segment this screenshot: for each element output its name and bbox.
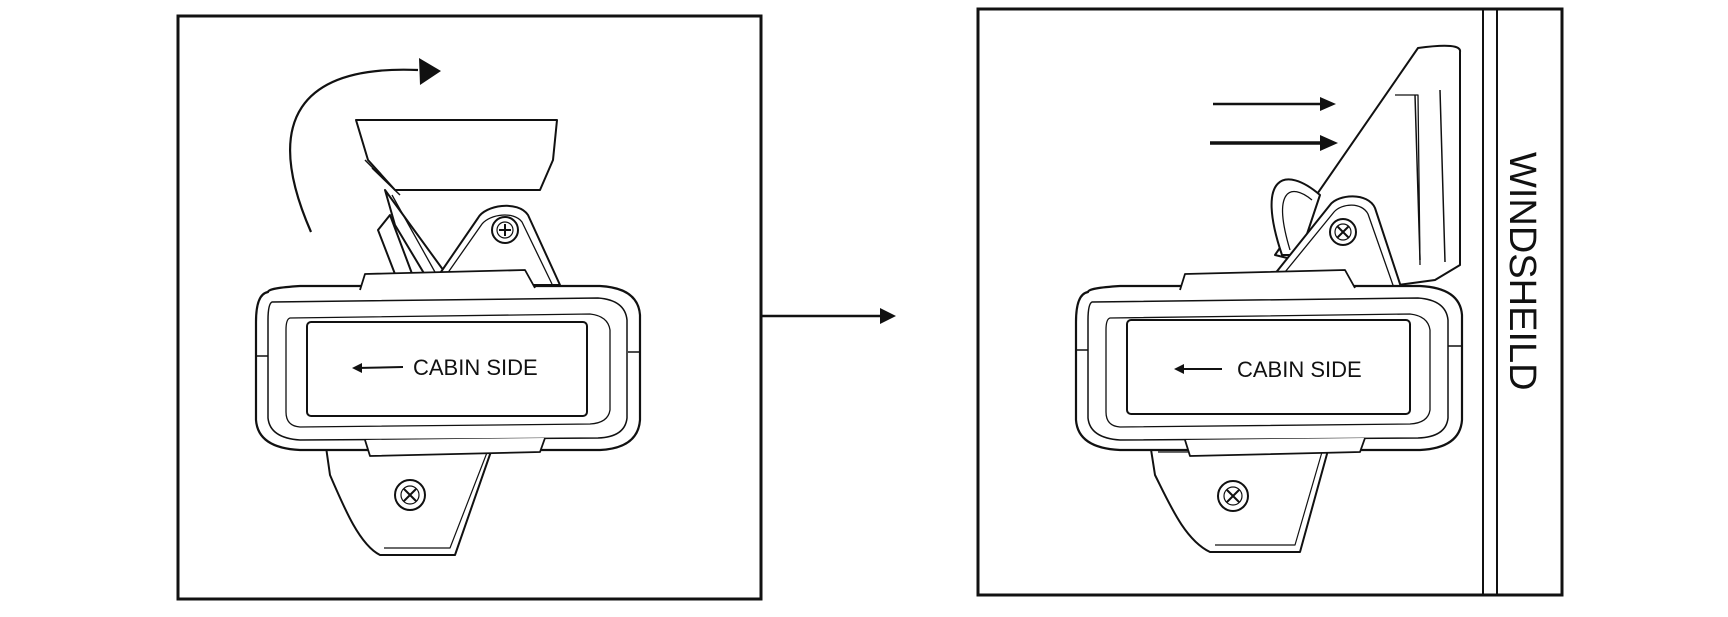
left-cabin-side-arrow-icon [355, 366, 404, 369]
step-two-panel: WINDSHEILD [976, 7, 1564, 597]
left-frame [176, 14, 763, 601]
left-cabin-side-label: CABIN SIDE [413, 355, 538, 380]
windshield-label: WINDSHEILD [1501, 152, 1543, 391]
right-cabin-side-arrowhead [1174, 364, 1184, 374]
left-pivot-plate [431, 204, 561, 286]
right-lower-screw-icon [1217, 480, 1249, 512]
right-frame [976, 7, 1564, 597]
right-label-plate [1126, 319, 1411, 415]
left-pivot-screw-icon [491, 216, 519, 244]
transition-arrow-head [880, 308, 896, 324]
right-pivot-plate [1261, 195, 1403, 291]
rotation-arrow [289, 68, 419, 233]
left-label-plate [306, 321, 588, 417]
step-one-panel: CABIN SIDE [176, 14, 763, 601]
rotation-arrow-head [419, 58, 441, 85]
right-cabin-side-label: CABIN SIDE [1237, 357, 1362, 382]
push-arrows [1210, 97, 1338, 151]
right-pivot-screw-icon [1329, 218, 1357, 246]
left-lower-screw-icon [394, 479, 426, 511]
left-cabin-side-arrowhead [352, 363, 362, 373]
transition-arrow [761, 308, 896, 324]
